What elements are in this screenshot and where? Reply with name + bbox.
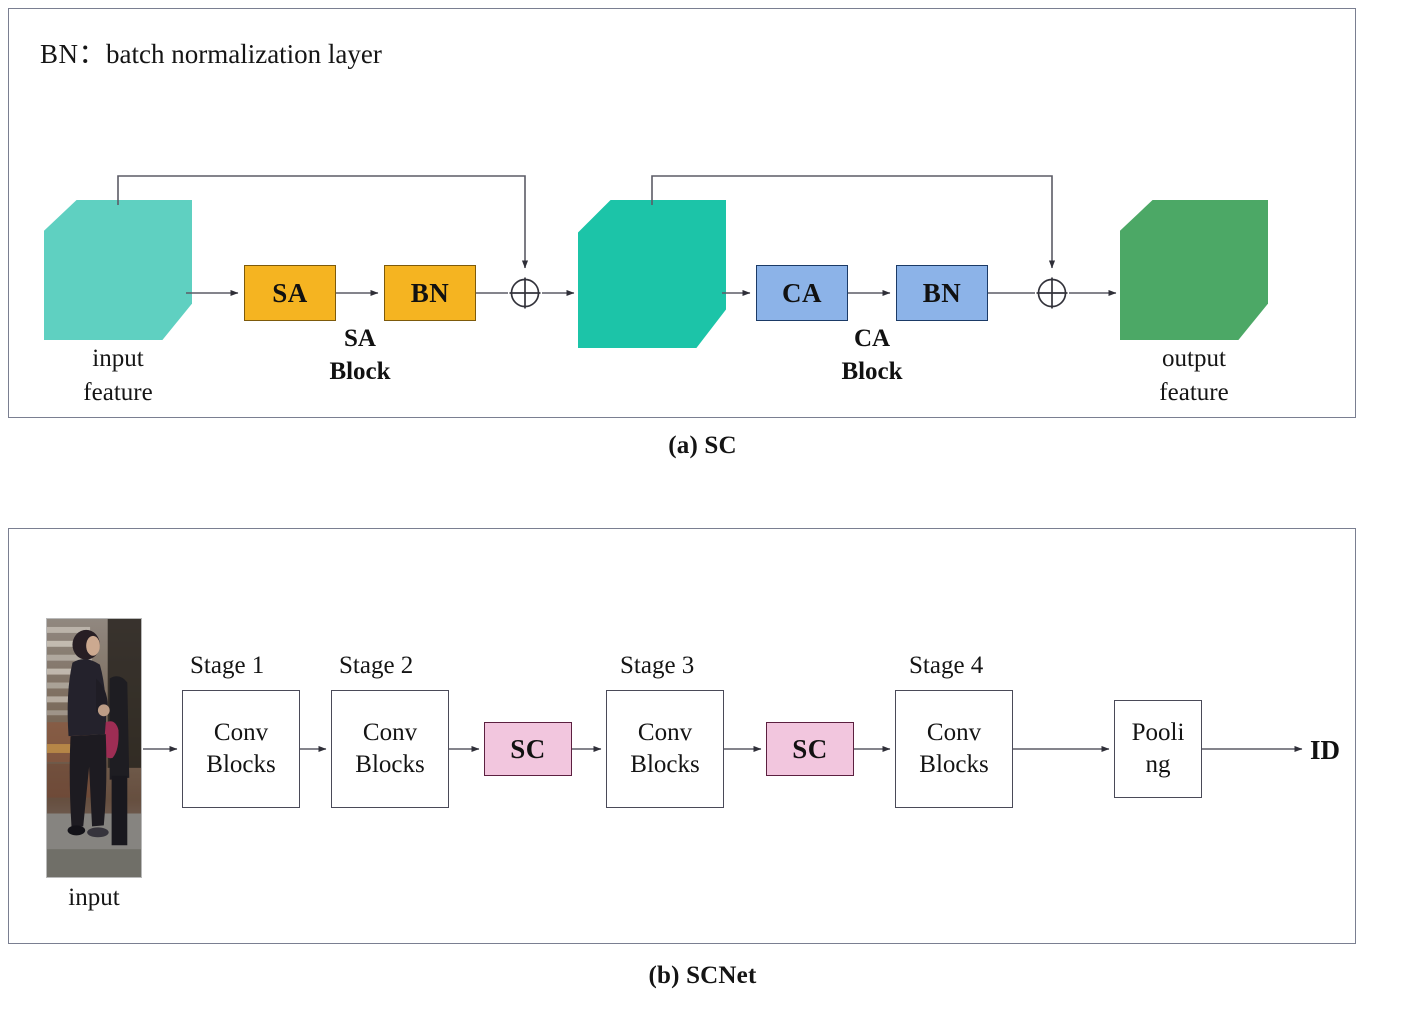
legend-bn: BN：batch normalization layer bbox=[40, 32, 382, 71]
panel-b-caption: (b) SCNet bbox=[648, 962, 757, 989]
output-feature-shape bbox=[1120, 200, 1268, 340]
legend-key-label: BN： bbox=[40, 39, 107, 69]
sa-op-box: SA bbox=[244, 265, 336, 321]
sa-block-label: SA Block bbox=[329, 325, 391, 385]
input-person-photo bbox=[46, 618, 142, 878]
sc-block-box-1: SC bbox=[484, 722, 572, 776]
input-feature-label: input feature bbox=[83, 345, 153, 406]
plus-circle-icon-2 bbox=[1035, 276, 1069, 310]
plus-circle-icon-1 bbox=[508, 276, 542, 310]
middle-feature-shape bbox=[578, 200, 726, 348]
stage-3-label: Stage 3 bbox=[620, 652, 695, 679]
stage-2-label: Stage 2 bbox=[339, 652, 414, 679]
conv-blocks-box-1: Conv Blocks bbox=[182, 690, 300, 808]
panel-a-caption: (a) SC bbox=[668, 432, 737, 459]
ca-op-box: CA bbox=[756, 265, 848, 321]
id-output-label: ID bbox=[1310, 735, 1341, 765]
conv-blocks-box-2: Conv Blocks bbox=[331, 690, 449, 808]
conv-blocks-box-4: Conv Blocks bbox=[895, 690, 1013, 808]
input-feature-shape bbox=[44, 200, 192, 340]
bn-op-box-2: BN bbox=[896, 265, 988, 321]
pooling-box: Pooli ng bbox=[1114, 700, 1202, 798]
conv-blocks-box-3: Conv Blocks bbox=[606, 690, 724, 808]
output-feature-label: output feature bbox=[1159, 345, 1229, 406]
ca-block-label: CA Block bbox=[841, 325, 903, 385]
stage-1-label: Stage 1 bbox=[190, 652, 265, 679]
bn-op-box-1: BN bbox=[384, 265, 476, 321]
stage-4-label: Stage 4 bbox=[909, 652, 984, 679]
legend-description: batch normalization layer bbox=[106, 39, 382, 69]
sc-block-box-2: SC bbox=[766, 722, 854, 776]
input-photo-label: input bbox=[68, 884, 120, 911]
